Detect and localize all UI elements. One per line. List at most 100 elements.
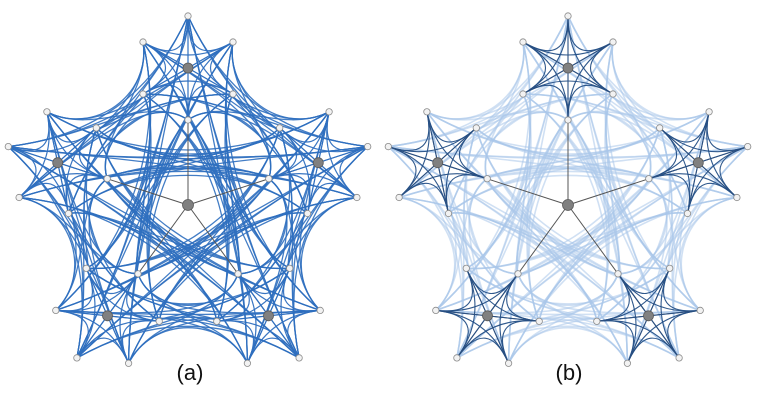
- leaf-node: [184, 12, 192, 20]
- hub-node: [432, 157, 444, 169]
- hub-node: [52, 157, 64, 169]
- bundled-edge: [127, 119, 189, 364]
- bundled-edge: [106, 178, 321, 312]
- panel-a: (a): [4, 12, 372, 385]
- hub-node: [562, 62, 574, 74]
- cluster-link: [388, 146, 438, 164]
- bundled-edge: [293, 146, 369, 359]
- bundled-edge: [507, 326, 629, 364]
- bundled-edge: [142, 41, 272, 179]
- leaf-node: [395, 193, 403, 202]
- cluster-link: [8, 146, 58, 164]
- cluster-link: [465, 268, 488, 317]
- graph-b: [384, 12, 752, 367]
- cluster-link: [317, 162, 358, 198]
- bundled-edge: [128, 327, 248, 364]
- cluster-edge-layer: [8, 15, 368, 364]
- cluster-link: [317, 111, 330, 163]
- leaf-node: [564, 116, 572, 124]
- bundled-edge: [398, 111, 569, 199]
- cluster-link: [596, 315, 649, 322]
- cluster-link: [426, 111, 439, 163]
- leaf-node: [453, 354, 461, 362]
- bundled-edge: [617, 111, 710, 275]
- leaf-node: [675, 354, 683, 362]
- node-layer: [4, 12, 372, 367]
- cluster-link: [246, 315, 269, 364]
- leaf-node: [234, 270, 242, 278]
- leaf-node: [564, 12, 572, 20]
- leaf-node: [609, 90, 617, 98]
- leaf-node: [184, 116, 192, 124]
- cluster-link: [456, 315, 488, 359]
- leaf-node: [733, 193, 741, 202]
- leaf-node: [656, 124, 664, 132]
- leaf-node: [64, 209, 73, 218]
- leaf-node: [139, 38, 147, 46]
- hub-node: [312, 157, 324, 169]
- leaf-node: [286, 264, 294, 272]
- hub-node: [643, 310, 654, 322]
- cluster-link: [142, 41, 189, 69]
- cluster-link: [268, 268, 291, 317]
- cluster-link: [107, 315, 160, 322]
- leaf-node: [103, 175, 111, 183]
- leaf-node: [505, 359, 513, 367]
- cluster-link: [55, 309, 108, 317]
- bundled-edge: [18, 111, 189, 199]
- leaf-node: [295, 354, 303, 362]
- leaf-node: [155, 317, 163, 325]
- cluster-link: [216, 315, 269, 322]
- leaf-node: [519, 90, 527, 98]
- graph-a: [4, 12, 372, 367]
- hub-node: [263, 310, 274, 322]
- leaf-node: [444, 209, 453, 218]
- cluster-link: [522, 67, 569, 95]
- cluster-link: [697, 162, 738, 198]
- cluster-link: [57, 162, 69, 214]
- hub-node: [482, 310, 493, 322]
- leaf-node: [92, 124, 100, 132]
- leaf-node: [432, 306, 440, 314]
- leaf-node: [4, 143, 12, 151]
- cluster-edge-layer: [388, 15, 748, 364]
- leaf-node: [213, 317, 221, 325]
- leaf-node: [705, 108, 713, 116]
- cluster-link: [659, 127, 699, 164]
- bundled-edge: [237, 111, 330, 275]
- panel-a-caption: (a): [176, 360, 204, 385]
- panel-b-caption: (b): [555, 360, 583, 385]
- hub-node: [102, 310, 113, 322]
- leaf-node: [125, 359, 133, 367]
- bundled-edge: [85, 267, 291, 305]
- cluster-link: [107, 273, 139, 317]
- leaf-node: [316, 306, 324, 314]
- bundled-edge: [142, 93, 309, 214]
- cluster-link: [617, 273, 649, 317]
- leaf-node: [623, 359, 631, 367]
- bundled-edge: [468, 178, 510, 364]
- leaf-node: [229, 38, 237, 46]
- cluster-link: [85, 268, 108, 317]
- cluster-link: [487, 273, 519, 317]
- bundled-edge: [18, 167, 270, 199]
- cluster-edge: [706, 111, 748, 151]
- cluster-link: [268, 315, 300, 359]
- cluster-link: [307, 162, 319, 214]
- leaf-node: [229, 90, 237, 98]
- cluster-link: [107, 315, 130, 364]
- bundled-edge: [67, 93, 234, 214]
- cluster-link: [437, 162, 449, 214]
- cluster-link: [57, 162, 108, 180]
- cluster-link: [487, 315, 540, 322]
- bundled-edge: [137, 111, 330, 275]
- bundled-edge: [7, 146, 83, 359]
- panel-b: (b): [384, 0, 768, 400]
- bundled-edge: [216, 127, 291, 322]
- cluster-link: [437, 127, 477, 164]
- cluster-link: [237, 273, 269, 317]
- leaf-node: [73, 354, 81, 362]
- cluster-link: [187, 41, 234, 69]
- leaf-node: [483, 175, 491, 183]
- center-node: [562, 199, 574, 211]
